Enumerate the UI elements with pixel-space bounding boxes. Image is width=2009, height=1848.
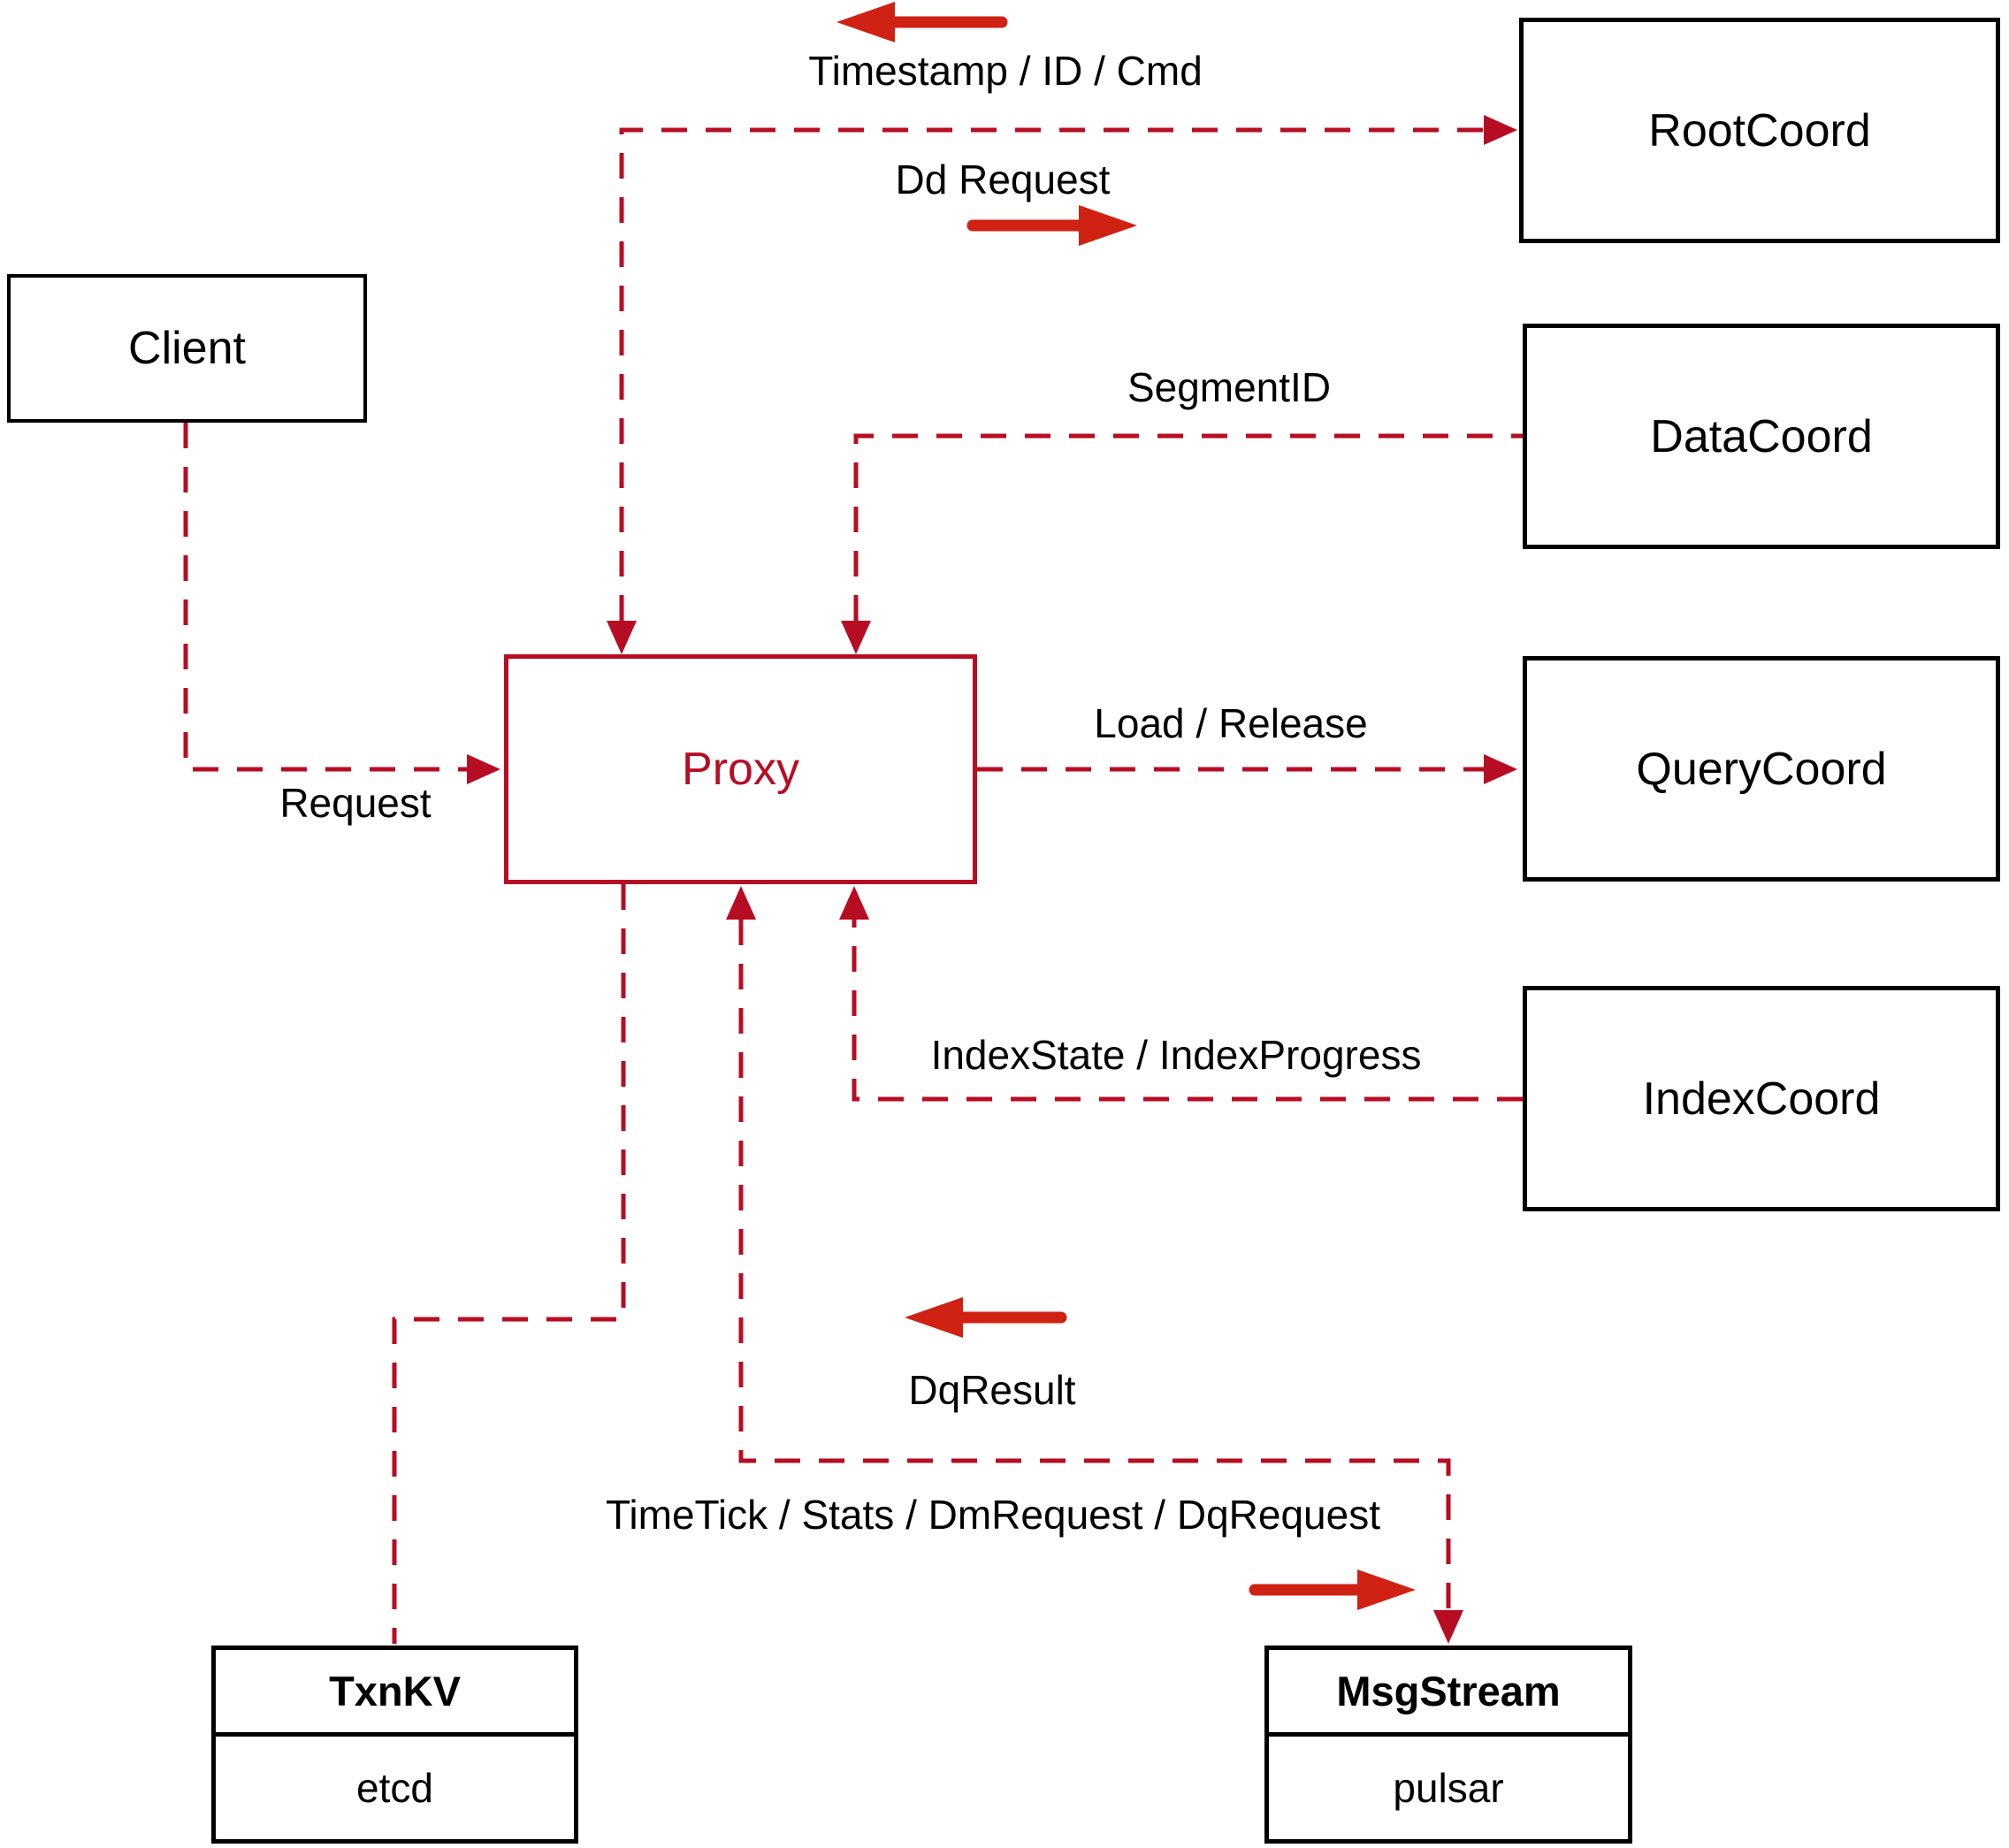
node-proxy-label: Proxy (682, 744, 799, 795)
node-txnkv: TxnKV etcd (211, 1646, 578, 1844)
edge-label-timetick-stats-dmrequest-dqrequest: TimeTick / Stats / DmRequest / DqRequest (606, 1492, 1380, 1538)
arrowhead-into-msgstream (1433, 1610, 1463, 1644)
arrowhead-into-proxy-top-left (607, 621, 637, 654)
node-client-label: Client (128, 323, 246, 374)
direction-arrowhead-left-dqresult (905, 1297, 963, 1338)
edge-label-request: Request (279, 780, 432, 826)
node-msgstream-title: MsgStream (1269, 1650, 1628, 1737)
node-querycoord: QueryCoord (1523, 656, 2000, 882)
arrowhead-into-querycoord (1484, 754, 1517, 784)
node-querycoord-label: QueryCoord (1636, 743, 1887, 795)
node-indexcoord: IndexCoord (1523, 986, 2000, 1211)
arrowhead-into-proxy-bottom-mid (726, 886, 756, 920)
edge-label-indexstate-indexprogress: IndexState / IndexProgress (930, 1032, 1422, 1078)
edge-label-segmentid: SegmentID (1127, 364, 1332, 410)
node-proxy: Proxy (504, 654, 977, 884)
edge-datacoord-proxy (853, 433, 1523, 621)
node-msgstream-impl: pulsar (1393, 1765, 1504, 1811)
direction-arrowhead-right-timetick (1357, 1569, 1416, 1610)
node-txnkv-title: TxnKV (216, 1650, 574, 1737)
node-datacoord: DataCoord (1523, 324, 2000, 549)
edge-indexcoord-proxy (852, 920, 1523, 1102)
node-rootcoord: RootCoord (1519, 18, 2000, 243)
edge-label-dd-request: Dd Request (895, 157, 1111, 202)
node-datacoord-label: DataCoord (1650, 410, 1873, 462)
direction-arrowhead-left-timestamp (836, 2, 895, 42)
node-msgstream: MsgStream pulsar (1264, 1646, 1632, 1844)
edge-label-timestamp-id-cmd: Timestamp / ID / Cmd (808, 48, 1203, 94)
edge-proxy-msgstream (738, 920, 1451, 1610)
node-rootcoord-label: RootCoord (1648, 104, 1871, 157)
arrowhead-into-rootcoord (1484, 115, 1517, 145)
edge-label-dqresult: DqResult (908, 1367, 1076, 1413)
node-txnkv-impl: etcd (356, 1765, 433, 1811)
edge-proxy-txnkv (392, 884, 626, 1644)
arrowhead-into-proxy-top-right (841, 621, 871, 654)
node-client: Client (7, 274, 367, 423)
edge-label-load-release: Load / Release (1094, 700, 1368, 746)
direction-arrowhead-right-ddrequest (1079, 205, 1137, 246)
arrowhead-into-proxy-bottom-right (839, 886, 869, 920)
edge-client-proxy (183, 423, 467, 772)
arrowhead-into-proxy-left (467, 754, 500, 784)
node-indexcoord-label: IndexCoord (1642, 1073, 1881, 1125)
edge-proxy-rootcoord (619, 127, 1486, 621)
